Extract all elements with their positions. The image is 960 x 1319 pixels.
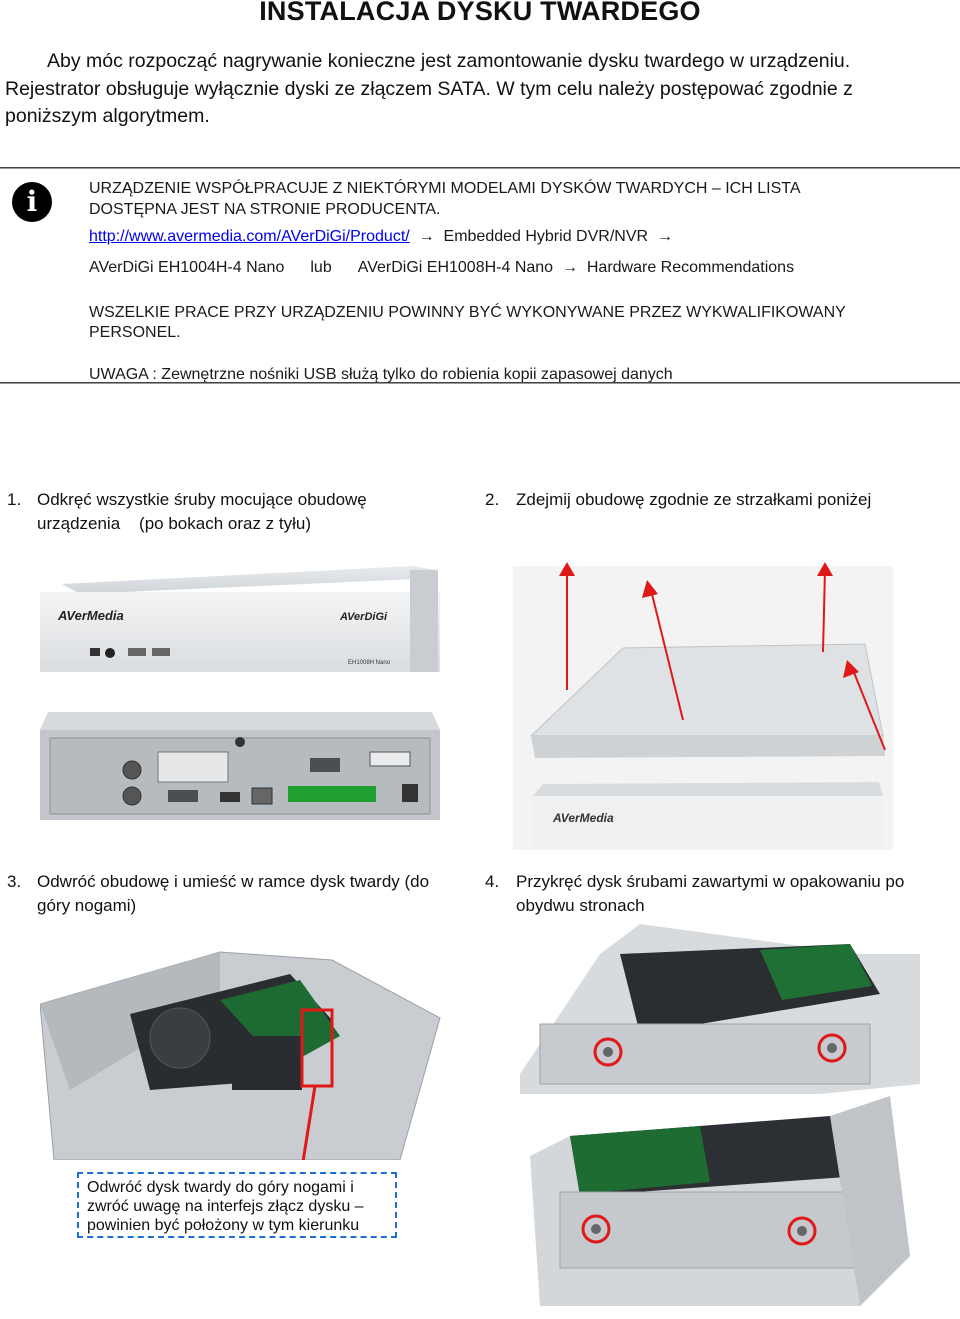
info-icon: i [12,182,52,222]
cover-removal-photo: AVerMedia [513,560,893,850]
notice-models-row: AVerDiGi EH1004H-4 Nano lub AVerDiGi EH100… [89,257,794,278]
power-jack [402,784,418,802]
usb-caution: UWAGA : Zewnętrzne nośniki USB służą tyl… [89,366,673,383]
bnc-connector [122,760,142,780]
power-icon [105,648,115,658]
step-3-text-2: góry nogami) [37,896,137,915]
notice-line-1: URZĄDZENIE WSPÓŁPRACUJE Z NIEKTÓRYMI MOD… [89,180,801,197]
io-terminal-block [288,786,376,802]
brand-front-label: AVerMedia [57,608,124,623]
hdd-screws-photo-1 [520,924,920,1094]
step-4-number: 4. [485,872,500,891]
hdd-screws-photo-2 [530,1096,910,1312]
arrow-right-icon: → [652,228,673,245]
step-3-number: 3. [7,872,22,891]
callout-line-2: zwróć uwagę na interfejs złącz dysku – [87,1198,364,1215]
or-word: lub [310,259,332,276]
usb-port [152,648,170,656]
notice-link-row: http://www.avermedia.com/AVerDiGi/Produc… [89,226,673,247]
bnc-connector [122,786,142,806]
path-hardware: Hardware Recommendations [586,259,795,276]
dvi-port [369,751,411,767]
notice-top-rule [0,167,960,169]
screw-marker [787,1216,817,1246]
callout-line-3: powinien być położony w tym kierunku [87,1217,360,1234]
step-1-text-2: urządzenia (po bokach oraz z tyłu) [37,514,312,533]
dvr-front-photo: AVerMedia AVerDiGi EH1008H Nano [40,562,440,682]
connector-highlight [300,1008,334,1088]
intro-line-2: Rejestrator obsługuje wyłącznie dyski ze… [5,78,853,100]
esata-port [220,792,240,802]
notice-bottom-rule [0,382,960,384]
notice-line-2: DOSTĘPNA JEST NA STRONIE PRODUCENTA. [89,201,441,218]
arrow-up-icon [852,669,886,751]
ground-screw-icon [235,737,245,747]
brand-logo-label: AVerDiGi [339,611,388,623]
page-title: INSTALACJA DYSKU TWARDEGO [259,0,701,26]
usb-port [128,648,146,656]
product-label [157,751,229,783]
step-3-text-1: Odwróć obudowę i umieść w ramce dysk twa… [37,872,430,891]
screw-marker [817,1033,847,1063]
path-embedded: Embedded Hybrid DVR/NVR [443,228,649,245]
arrow-right-icon: → [557,259,583,276]
step-4-text-1: Przykręć dysk śrubami zawartymi w opakow… [516,872,905,891]
screw-marker [581,1214,611,1244]
dvr-rear-photo [40,712,440,820]
intro-line-1: Aby móc rozpocząć nagrywanie konieczne j… [47,50,851,72]
model-tag: EH1008H Nano [348,660,391,666]
brand-front-label: AVerMedia [552,811,614,825]
lan-port [251,787,273,805]
screw-marker [593,1037,623,1067]
model-1: AVerDiGi EH1004H-4 Nano [89,259,285,276]
ir-port [90,648,100,656]
warning-line-2: PERSONEL. [89,324,181,341]
step-2-text-1: Zdejmij obudowę zgodnie ze strzałkami po… [516,490,872,509]
callout-line-1: Odwróć dysk twardy do góry nogami i [87,1179,354,1196]
serial-port [310,758,340,772]
warning-line-1: WSZELKIE PRACE PRZY URZĄDZENIU POWINNY B… [89,304,846,321]
model-2: AVerDiGi EH1008H-4 Nano [357,259,554,276]
arrow-up-icon [650,589,684,721]
arrow-right-icon: → [414,228,440,245]
producer-link[interactable]: http://www.avermedia.com/AVerDiGi/Produc… [89,228,410,245]
intro-line-3: poniższym algorytmem. [5,105,210,127]
step-1-text-1: Odkręć wszystkie śruby mocujące obudowę [37,490,367,509]
hdd-in-chassis-photo [40,940,450,1160]
step-4-text-2: obydwu stronach [516,896,645,915]
hdd-orientation-callout: Odwróć dysk twardy do góry nogami i zwró… [77,1172,397,1238]
arrow-up-icon [822,569,826,653]
vga-port [168,790,198,802]
step-1-number: 1. [7,490,22,509]
callout-pointer [301,1085,317,1160]
step-2-number: 2. [485,490,500,509]
